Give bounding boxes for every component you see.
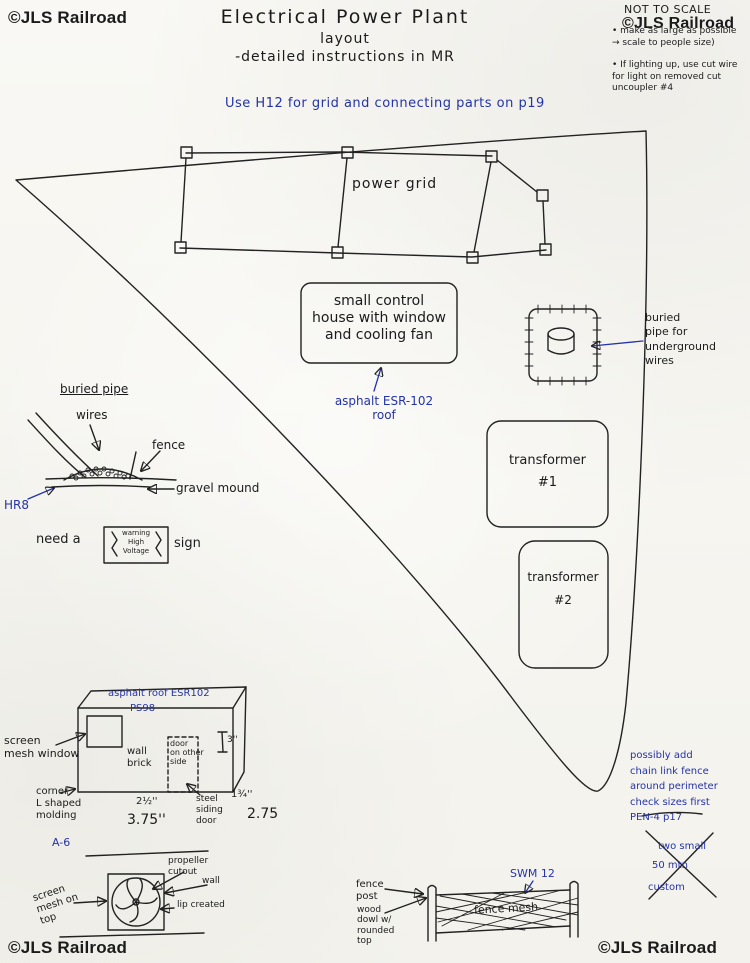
watermark-top-left: ©JLS Railroad xyxy=(8,8,128,27)
strike-marks xyxy=(641,811,717,900)
power-grid-label: power grid xyxy=(352,176,438,192)
warning-sign-sketch xyxy=(103,526,169,564)
steel-siding-door-label: steel siding door xyxy=(196,794,223,826)
dim-3in-label: 3'' xyxy=(227,735,238,745)
watermark-bottom-left: ©JLS Railroad xyxy=(8,938,128,957)
fence-label: fence xyxy=(152,438,186,452)
page-subtitle-2: -detailed instructions in MR xyxy=(235,49,455,65)
screen-mesh-window-label: screen mesh window xyxy=(4,734,80,761)
black-arrows xyxy=(55,424,426,913)
plant-boundary-outline xyxy=(15,130,648,792)
control-house-label: small control house with window and cool… xyxy=(312,293,446,343)
blue-grid-instruction: Use H12 for grid and connecting parts on… xyxy=(225,96,545,111)
wires-label: wires xyxy=(76,408,108,422)
part-hr8-label: HR8 xyxy=(4,498,29,512)
chain-link-fence-note: possibly add chain link fence around per… xyxy=(630,750,718,823)
part-a6-label: A-6 xyxy=(52,836,71,849)
house-detail-sketch xyxy=(59,686,247,938)
house-roof-label: asphalt roof ESR102 xyxy=(108,688,210,699)
dim-275-label: 2.75 xyxy=(247,806,279,822)
not-to-scale-note: NOT TO SCALE xyxy=(624,3,712,16)
need-a-label: need a xyxy=(36,532,81,547)
asphalt-roof-note: asphalt ESR-102 roof xyxy=(334,394,434,423)
pipe-detail-title: buried pipe xyxy=(60,382,129,396)
door-other-side-label: door on other side xyxy=(170,739,204,767)
fence-detail-sketch xyxy=(427,880,579,942)
sign-label: sign xyxy=(174,536,201,551)
power-grid-sketch xyxy=(174,146,552,264)
crossed-note-2: 50 mtn xyxy=(652,860,688,871)
pipe-detail-sketch xyxy=(27,412,177,488)
dim-134-label: 1¾'' xyxy=(231,789,253,800)
fan-wall-label: wall xyxy=(202,876,220,886)
lip-created-label: lip created xyxy=(177,900,225,910)
note-lighting: • If lighting up, use cut wire for light… xyxy=(612,60,738,94)
watermark-top-right: ©JLS Railroad xyxy=(622,15,735,32)
transformer1-label: transformer #1 xyxy=(508,453,587,491)
transformer2-label: transformer #2 xyxy=(527,570,599,607)
part-ps98-label: PS98 xyxy=(130,703,156,714)
blue-arrows xyxy=(27,340,644,893)
fan-detail-sketch xyxy=(107,873,165,931)
dim-2half-label: 2½'' xyxy=(136,796,158,807)
wood-dowel-label: wood dowl w/ rounded top xyxy=(357,905,395,947)
buried-pipe-box xyxy=(524,304,602,386)
warning-sign-text: warning High Voltage xyxy=(121,529,151,556)
corner-molding-label: corner L shaped molding xyxy=(36,786,82,821)
transformer2-box xyxy=(518,540,609,669)
crossed-note-1: two small xyxy=(658,841,707,852)
buried-pipe-note: buried pipe for underground wires xyxy=(645,311,716,367)
dim-375-label: 3.75'' xyxy=(127,812,166,828)
crossed-note-3: custom xyxy=(648,882,685,893)
wall-brick-label: wall brick xyxy=(127,746,152,769)
watermark-bottom-right: ©JLS Railroad xyxy=(598,938,718,957)
part-swm12-label: SWM 12 xyxy=(510,867,555,880)
propeller-cutout-label: propeller cutout xyxy=(168,856,209,877)
gravel-mound-label: gravel mound xyxy=(176,481,260,495)
page-subtitle: layout xyxy=(320,31,370,47)
page-title: Electrical Power Plant xyxy=(220,6,470,28)
control-house-box xyxy=(300,282,458,364)
transformer1-box xyxy=(486,420,609,528)
note-scale-to-people: • make as large as possible → scale to p… xyxy=(612,26,737,48)
fence-post-label: fence post xyxy=(356,879,384,902)
